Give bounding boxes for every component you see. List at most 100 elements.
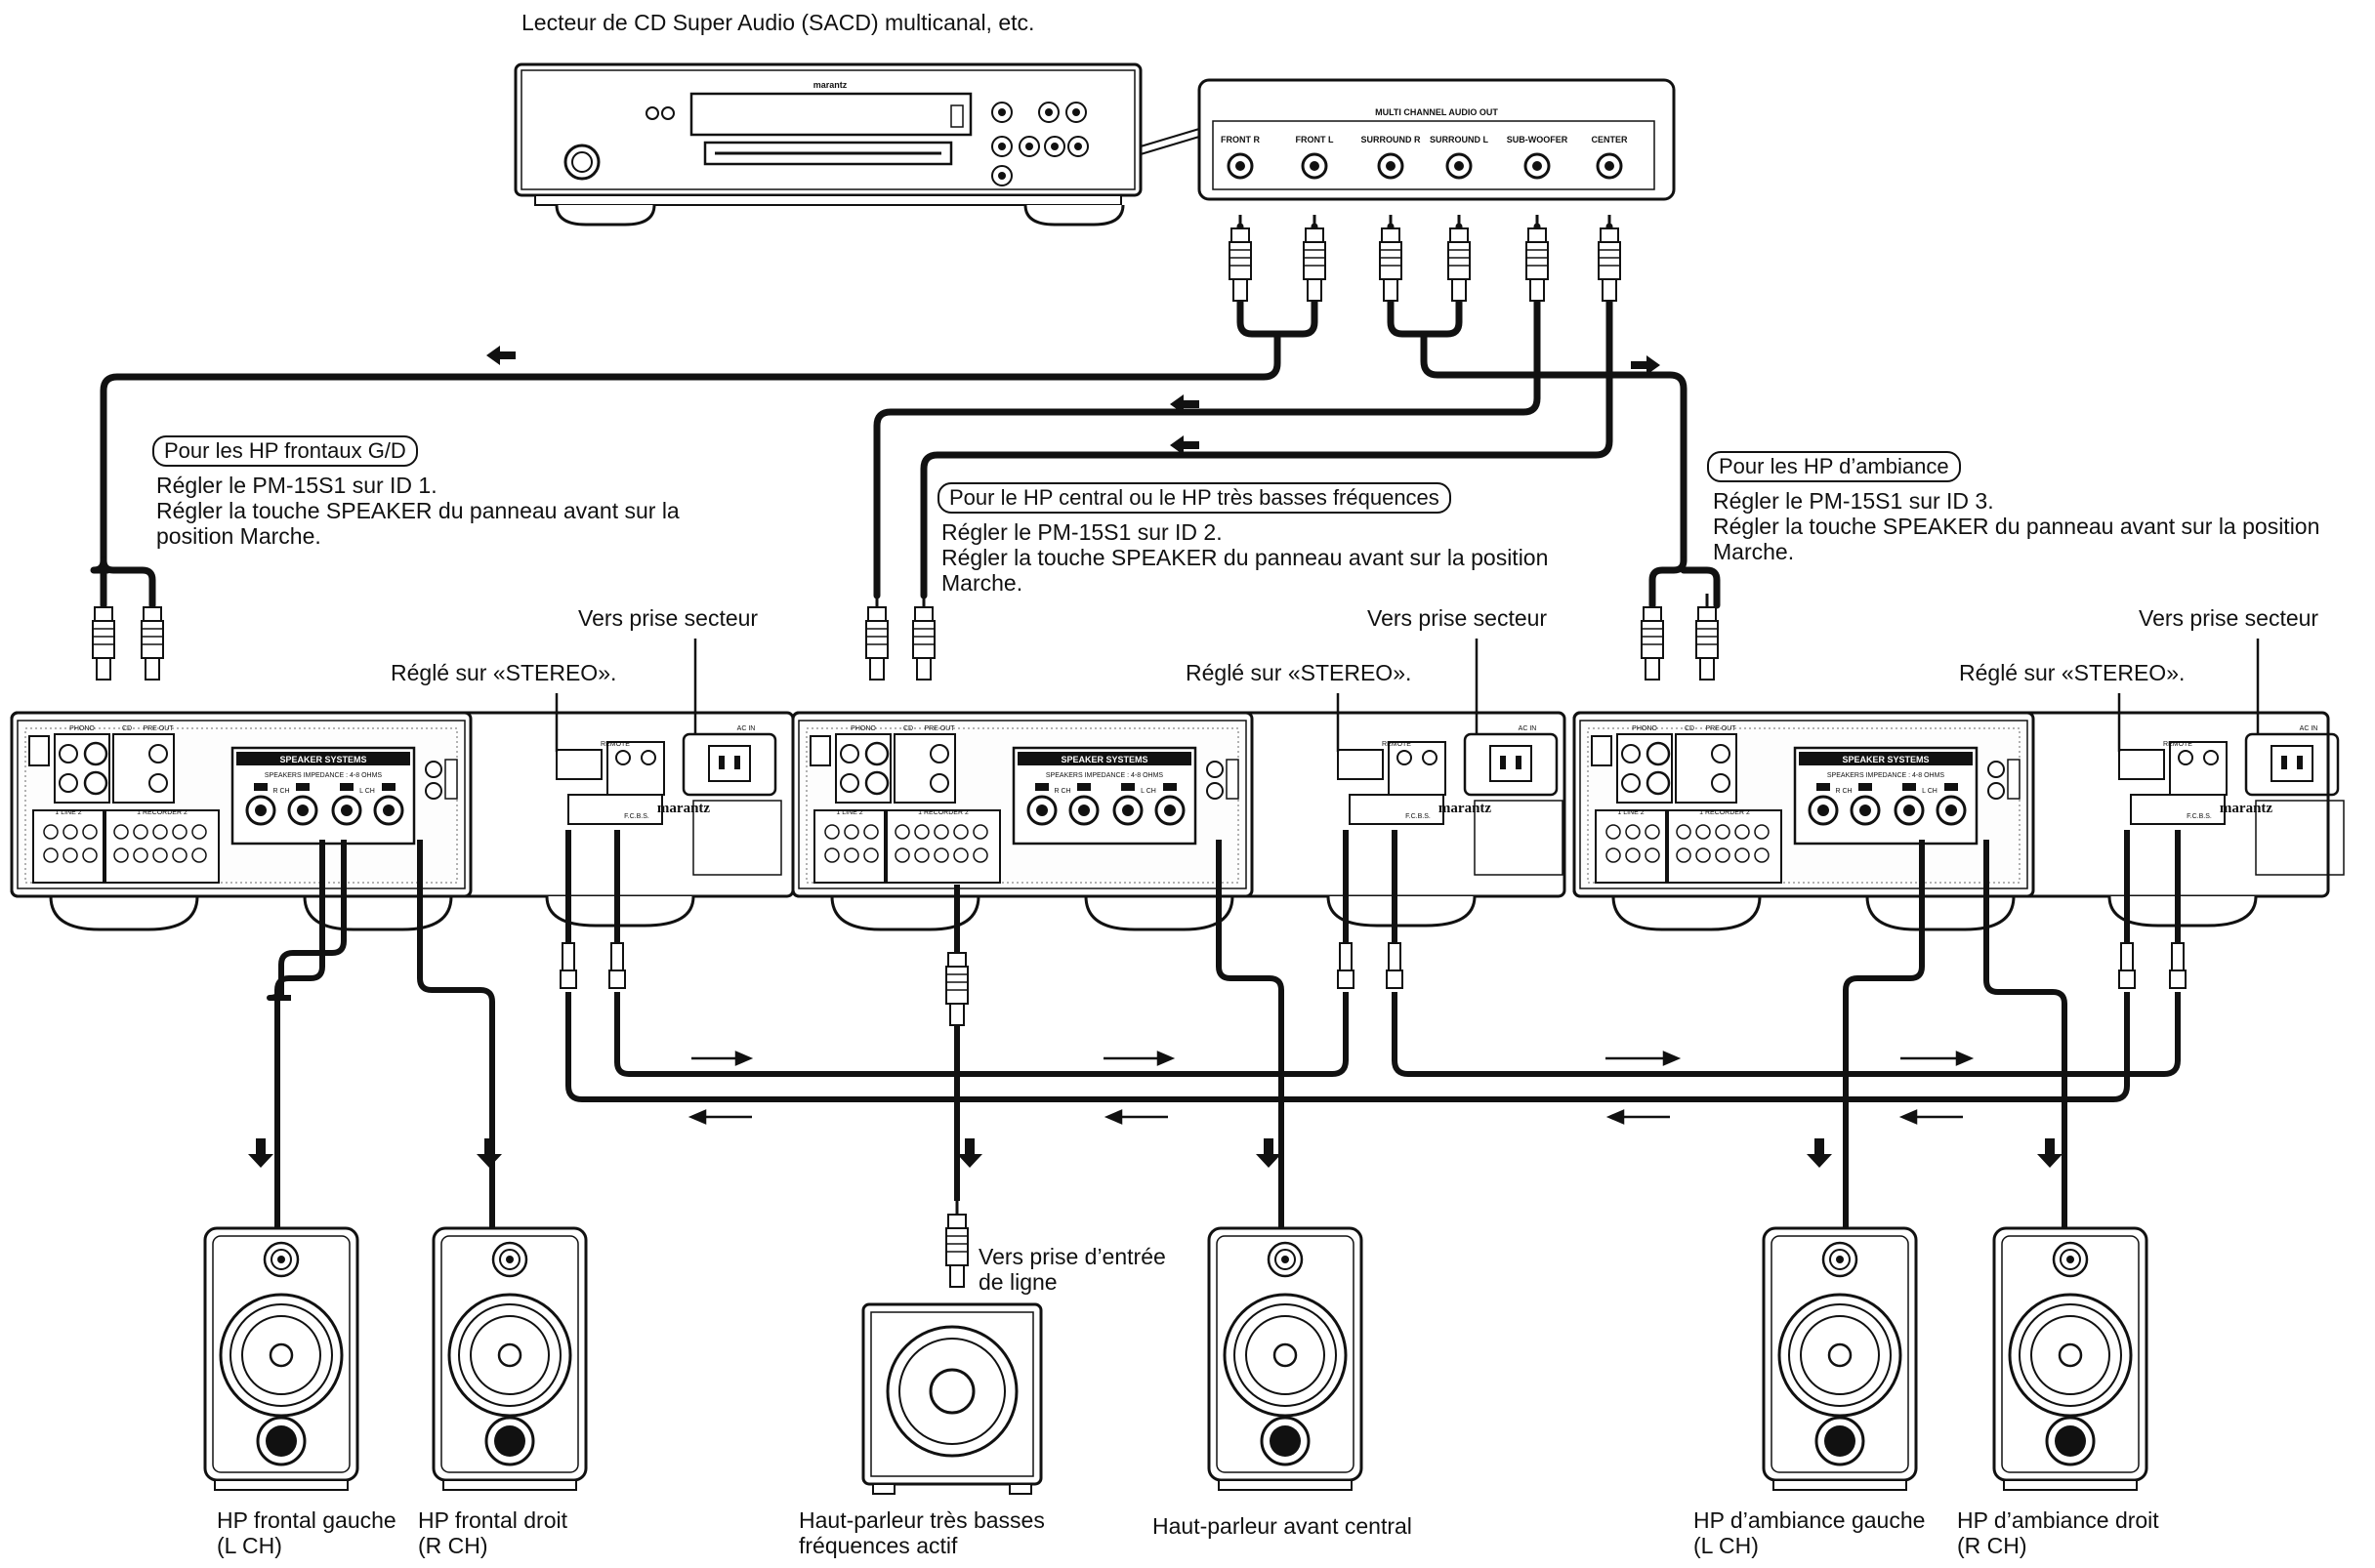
link-arrows: [688, 1051, 1975, 1125]
amp1-line1: Régler le PM-15S1 sur ID 1.: [156, 473, 438, 498]
remote-label: REMOTE: [601, 741, 630, 748]
subwoofer-input-note-line1: Vers prise d’entrée: [979, 1244, 1166, 1269]
amp-brand: marantz: [657, 801, 710, 816]
multichannel-out-panel: MULTI CHANNEL AUDIO OUT FRONT R FRONT L SU…: [1197, 78, 1676, 201]
pre-out-label: PRE OUT: [143, 725, 174, 732]
recorder-label: 1 RECORDER 2: [918, 809, 969, 816]
speaker-systems-label: SPEAKER SYSTEMS: [1061, 755, 1147, 764]
amp1-line3: position Marche.: [156, 523, 321, 549]
line-label: 1 LINE 2: [55, 809, 81, 816]
jack-label: FRONT L: [1296, 135, 1334, 144]
cd-label: CD: [122, 725, 132, 732]
jack-pin: [1235, 161, 1245, 171]
fcbs-label: F.C.B.S.: [2187, 813, 2212, 820]
lch-label: L CH: [1141, 788, 1156, 795]
speaker-center: [1207, 1226, 1363, 1492]
jack-pin: [1532, 161, 1542, 171]
rch-label: R CH: [272, 788, 289, 795]
amp2-stereo: Réglé sur «STEREO».: [1186, 660, 1412, 685]
amp2-pill: Pour le HP central ou le HP très basses …: [938, 482, 1451, 514]
impedance-label: SPEAKERS IMPEDANCE : 4-8 OHMS: [1827, 772, 1945, 779]
amp2-mains: Vers prise secteur: [1367, 605, 1548, 631]
subwoofer: [861, 1302, 1043, 1495]
ac-in-label: AC IN: [2300, 725, 2318, 732]
phono-label: PHONO: [1632, 725, 1657, 732]
speaker-sub-surround-right: (R CH): [1957, 1533, 2027, 1558]
source-rca-plugs: [1228, 213, 1622, 303]
phono-label: PHONO: [69, 725, 95, 732]
amp3-mains: Vers prise secteur: [2139, 605, 2319, 631]
amp1-mains: Vers prise secteur: [578, 605, 759, 631]
fcbs-label: F.C.B.S.: [624, 813, 649, 820]
cd-label: CD: [1685, 725, 1694, 732]
amp3-line2: Régler la touche SPEAKER du panneau avan…: [1713, 514, 2320, 539]
speaker-surround-right: [1992, 1226, 2148, 1492]
speaker-surround-left: [1762, 1226, 1918, 1492]
fcbs-link-cables: [565, 830, 2181, 1102]
speaker-sub-front-right: (R CH): [418, 1533, 488, 1558]
amp2-line3: Marche.: [941, 570, 1023, 596]
line-label: 1 LINE 2: [836, 809, 862, 816]
recorder-label: 1 RECORDER 2: [137, 809, 188, 816]
speaker-label-surround-right: HP d’ambiance droit: [1957, 1507, 2159, 1533]
speaker-front-left: [203, 1226, 359, 1492]
remote-label: REMOTE: [2163, 741, 2192, 748]
speaker-wires: [267, 840, 2067, 1230]
speaker-label-front-left: HP frontal gauche: [217, 1507, 396, 1533]
phono-label: PHONO: [851, 725, 876, 732]
impedance-label: SPEAKERS IMPEDANCE : 4-8 OHMS: [1046, 772, 1164, 779]
remote-label: REMOTE: [1382, 741, 1411, 748]
jack-label: SUB-WOOFER: [1507, 135, 1568, 144]
down-arrows: [248, 1138, 2062, 1168]
jack-label: SURROUND R: [1360, 135, 1421, 144]
ac-in-label: AC IN: [1519, 725, 1537, 732]
amp-brand: marantz: [2220, 801, 2272, 816]
lch-label: L CH: [1922, 788, 1938, 795]
indicator-lines: [555, 639, 2260, 752]
signal-arrows-upper: [486, 346, 1660, 455]
ac-in-label: AC IN: [737, 725, 756, 732]
rch-label: R CH: [1054, 788, 1070, 795]
amp2-line2: Régler la touche SPEAKER du panneau avan…: [941, 545, 1549, 570]
line-label: 1 LINE 2: [1617, 809, 1644, 816]
speaker-systems-label: SPEAKER SYSTEMS: [1842, 755, 1929, 764]
jack-pin: [1454, 161, 1464, 171]
speaker-front-right: [432, 1226, 588, 1492]
amp3-stereo: Réglé sur «STEREO».: [1959, 660, 2186, 685]
speaker-label-center: Haut-parleur avant central: [1152, 1513, 1412, 1539]
jack-label: CENTER: [1591, 135, 1628, 144]
pre-out-label: PRE OUT: [1705, 725, 1736, 732]
subwoofer-input-note-line2: de ligne: [979, 1269, 1058, 1295]
cd-label: CD: [903, 725, 913, 732]
cables: [90, 223, 1721, 609]
impedance-label: SPEAKERS IMPEDANCE : 4-8 OHMS: [265, 772, 383, 779]
jack-label: SURROUND L: [1430, 135, 1489, 144]
fcbs-label: F.C.B.S.: [1405, 813, 1431, 820]
pre-out-label: PRE OUT: [924, 725, 955, 732]
sacd-player: marantz: [514, 62, 1200, 227]
amp2-line1: Régler le PM-15S1 sur ID 2.: [941, 519, 1223, 545]
amplifier-1: [10, 711, 795, 931]
player-brand: marantz: [813, 80, 848, 90]
amp3-line3: Marche.: [1713, 539, 1795, 564]
speaker-label-surround-left: HP d’ambiance gauche: [1693, 1507, 1926, 1533]
jack-pin: [1310, 161, 1319, 171]
jack-pin: [1604, 161, 1614, 171]
speaker-label-subwoofer: Haut-parleur très basses: [799, 1507, 1045, 1533]
amp1-pill: Pour les HP frontaux G/D: [152, 435, 418, 467]
lch-label: L CH: [359, 788, 375, 795]
speaker-sub-front-left: (L CH): [217, 1533, 282, 1558]
amplifier-2: [791, 711, 1566, 931]
amp3-line1: Régler le PM-15S1 sur ID 3.: [1713, 488, 1994, 514]
amp1-line2: Régler la touche SPEAKER du panneau avan…: [156, 498, 680, 523]
out-panel-title: MULTI CHANNEL AUDIO OUT: [1375, 107, 1498, 117]
amp3-pill: Pour les HP d’ambiance: [1707, 451, 1961, 482]
amplifier-3: [1572, 711, 2346, 931]
jack-pin: [1386, 161, 1396, 171]
jack-label: FRONT R: [1221, 135, 1260, 144]
speaker-systems-label: SPEAKER SYSTEMS: [279, 755, 366, 764]
rch-label: R CH: [1835, 788, 1852, 795]
amp-brand: marantz: [1438, 801, 1491, 816]
